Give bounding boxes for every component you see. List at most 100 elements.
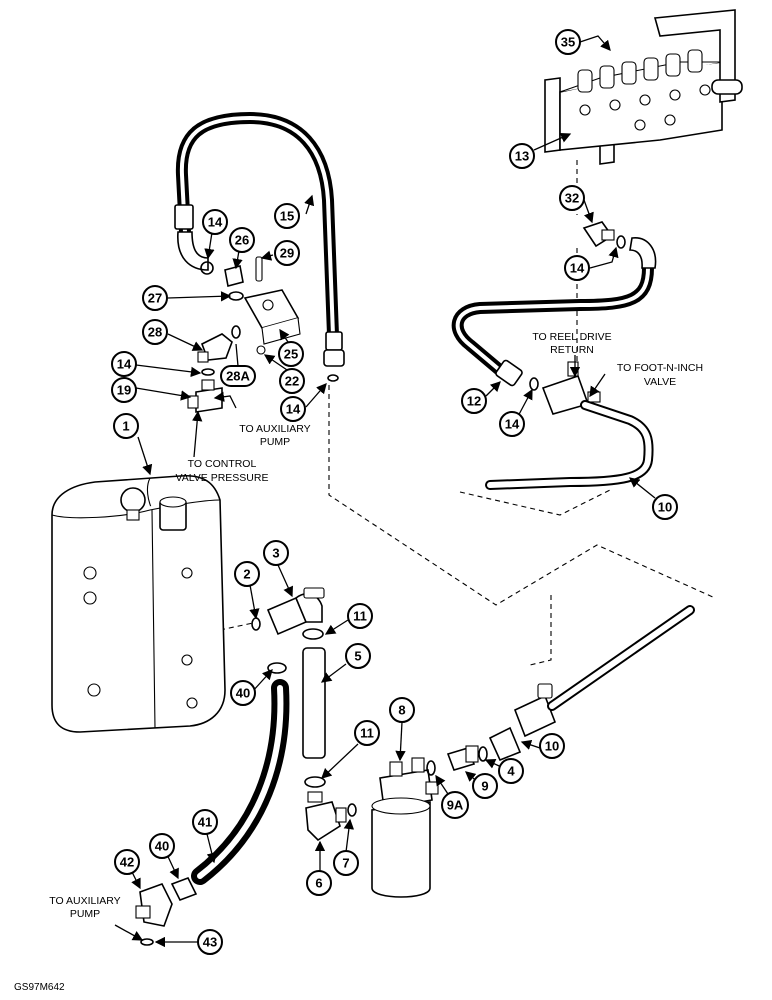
fitting-3-group bbox=[251, 587, 325, 636]
hose-12-group bbox=[451, 221, 657, 391]
callout-19: 19 bbox=[111, 377, 137, 403]
callout-13: 13 bbox=[509, 143, 535, 169]
svg-text:PUMP: PUMP bbox=[260, 436, 290, 448]
callout-12: 12 bbox=[461, 388, 487, 414]
svg-text:26: 26 bbox=[235, 233, 249, 248]
svg-text:14: 14 bbox=[570, 261, 585, 276]
svg-text:VALVE PRESSURE: VALVE PRESSURE bbox=[176, 472, 269, 484]
svg-text:35: 35 bbox=[561, 35, 575, 50]
callout-9a: 9A bbox=[441, 791, 469, 819]
svg-text:32: 32 bbox=[565, 191, 579, 206]
svg-text:28A: 28A bbox=[226, 369, 250, 384]
callout-6: 6 bbox=[306, 870, 332, 896]
callout-41: 41 bbox=[192, 809, 218, 835]
note-to-auxiliary-pump-bottom: TO AUXILIARY PUMP bbox=[49, 895, 120, 920]
svg-text:9: 9 bbox=[481, 779, 488, 794]
callout-5: 5 bbox=[345, 643, 371, 669]
hose-5-group bbox=[302, 628, 326, 788]
svg-text:42: 42 bbox=[120, 855, 134, 870]
svg-text:PUMP: PUMP bbox=[70, 908, 100, 920]
svg-text:VALVE: VALVE bbox=[644, 376, 676, 388]
svg-text:TO REEL DRIVE: TO REEL DRIVE bbox=[532, 331, 611, 343]
svg-text:RETURN: RETURN bbox=[550, 344, 594, 356]
hydraulic-tank bbox=[51, 475, 226, 733]
svg-text:8: 8 bbox=[398, 703, 405, 718]
callout-11: 11 bbox=[354, 720, 380, 746]
note-to-reel-drive-return: TO REEL DRIVE RETURN bbox=[532, 331, 611, 356]
hose-15-group bbox=[174, 112, 345, 413]
callout-42: 42 bbox=[114, 849, 140, 875]
svg-text:12: 12 bbox=[467, 394, 481, 409]
svg-text:14: 14 bbox=[505, 417, 520, 432]
callout-14: 14 bbox=[111, 351, 137, 377]
fittings-9-group bbox=[426, 745, 488, 776]
svg-text:11: 11 bbox=[353, 609, 367, 624]
svg-text:40: 40 bbox=[236, 686, 250, 701]
svg-text:43: 43 bbox=[203, 935, 217, 950]
tube-10-upper bbox=[485, 361, 654, 490]
callout-14: 14 bbox=[280, 396, 306, 422]
filter-8 bbox=[371, 757, 439, 898]
control-valve-assembly bbox=[544, 9, 743, 165]
svg-text:TO AUXILIARY: TO AUXILIARY bbox=[239, 423, 310, 435]
callout-35: 35 bbox=[555, 29, 581, 55]
note-to-foot-n-inch-valve: TO FOOT-N-INCH VALVE bbox=[617, 362, 703, 388]
svg-text:28: 28 bbox=[148, 325, 162, 340]
hose-41-group bbox=[135, 662, 290, 946]
callout-43: 43 bbox=[197, 929, 223, 955]
svg-text:41: 41 bbox=[198, 815, 212, 830]
svg-text:7: 7 bbox=[342, 856, 349, 871]
svg-text:11: 11 bbox=[360, 726, 374, 741]
svg-text:2: 2 bbox=[243, 567, 250, 582]
callout-11: 11 bbox=[347, 603, 373, 629]
callout-40: 40 bbox=[149, 833, 175, 859]
svg-text:4: 4 bbox=[507, 764, 515, 779]
svg-text:14: 14 bbox=[286, 402, 301, 417]
callout-32: 32 bbox=[559, 185, 585, 211]
svg-text:25: 25 bbox=[284, 347, 298, 362]
callout-7: 7 bbox=[333, 850, 359, 876]
svg-text:40: 40 bbox=[155, 839, 169, 854]
valve-spools bbox=[577, 49, 711, 131]
figure-id: GS97M642 bbox=[14, 982, 65, 993]
svg-text:5: 5 bbox=[354, 649, 361, 664]
svg-text:TO AUXILIARY: TO AUXILIARY bbox=[49, 895, 120, 907]
svg-text:10: 10 bbox=[658, 500, 672, 515]
callout-9: 9 bbox=[472, 773, 498, 799]
callout-28: 28 bbox=[142, 319, 168, 345]
callout-8: 8 bbox=[389, 697, 415, 723]
callout-29: 29 bbox=[274, 240, 300, 266]
svg-text:22: 22 bbox=[285, 374, 299, 389]
svg-text:15: 15 bbox=[280, 209, 294, 224]
callout-2: 2 bbox=[234, 561, 260, 587]
svg-text:6: 6 bbox=[315, 876, 322, 891]
svg-text:1: 1 bbox=[122, 419, 129, 434]
callout-28a: 28A bbox=[220, 365, 256, 387]
tube-10-lower bbox=[488, 605, 695, 762]
callout-14: 14 bbox=[202, 209, 228, 235]
svg-text:3: 3 bbox=[272, 546, 279, 561]
callout-14: 14 bbox=[564, 255, 590, 281]
callout-1: 1 bbox=[113, 413, 139, 439]
callout-15: 15 bbox=[274, 203, 300, 229]
callout-22: 22 bbox=[279, 368, 305, 394]
callout-26: 26 bbox=[229, 227, 255, 253]
callout-3: 3 bbox=[263, 540, 289, 566]
callout-4: 4 bbox=[498, 758, 524, 784]
svg-text:TO CONTROL: TO CONTROL bbox=[188, 458, 257, 470]
svg-text:9A: 9A bbox=[447, 798, 464, 813]
note-to-control-valve-pressure: TO CONTROL VALVE PRESSURE bbox=[176, 458, 269, 484]
svg-text:14: 14 bbox=[208, 215, 223, 230]
svg-text:27: 27 bbox=[148, 291, 162, 306]
callout-25: 25 bbox=[278, 341, 304, 367]
callout-10: 10 bbox=[539, 733, 565, 759]
callout-27: 27 bbox=[142, 285, 168, 311]
callout-40: 40 bbox=[230, 680, 256, 706]
callout-14: 14 bbox=[499, 411, 525, 437]
svg-text:10: 10 bbox=[545, 739, 559, 754]
callout-10: 10 bbox=[652, 494, 678, 520]
svg-text:19: 19 bbox=[117, 383, 131, 398]
svg-text:14: 14 bbox=[117, 357, 132, 372]
svg-text:TO FOOT-N-INCH: TO FOOT-N-INCH bbox=[617, 362, 703, 374]
